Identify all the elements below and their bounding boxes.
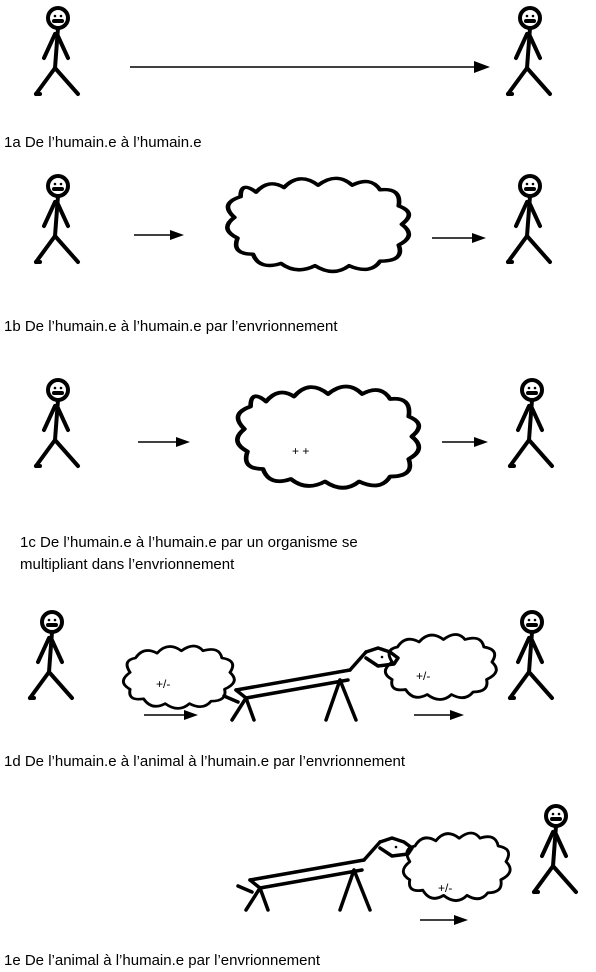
caption-1c-line2: multipliant dans l’envrionnement: [20, 556, 235, 573]
caption-1b: 1b De l’humain.e à l’humain.e par l’envr…: [4, 318, 338, 335]
stick-figure-icon: [34, 6, 80, 96]
caption-1c-line1: 1c De l’humain.e à l’humain.e par un org…: [20, 534, 358, 551]
stick-figure-icon: [506, 6, 552, 96]
caption-1a: 1a De l’humain.e à l’humain.e: [4, 134, 202, 151]
cloud-label: + +: [292, 444, 309, 458]
arrow-icon: [134, 230, 184, 240]
arrow-icon: [420, 915, 468, 925]
animal-icon: [222, 646, 400, 722]
arrow-icon: [432, 233, 486, 243]
cloud-icon: [121, 644, 236, 710]
cloud-label: +/-: [156, 677, 170, 691]
arrow-icon: [414, 710, 464, 720]
stick-figure-icon: [508, 610, 554, 700]
row-1c: + +: [34, 378, 554, 488]
row-1d: +/- +/-: [28, 610, 554, 722]
stick-figure-icon: [28, 610, 74, 700]
stick-figure-icon: [508, 378, 554, 468]
animal-icon: [236, 836, 414, 912]
cloud-label: +/-: [438, 881, 452, 895]
stick-figure-icon: [34, 378, 80, 468]
stick-figure-icon: [34, 174, 80, 264]
cloud-icon: [383, 633, 498, 701]
cloud-icon: [237, 387, 418, 488]
row-1b: [34, 174, 552, 271]
row-1a: [34, 6, 552, 96]
cloud-icon: [227, 178, 408, 271]
cloud-icon: [401, 831, 512, 903]
arrow-icon: [138, 437, 190, 447]
stick-figure-icon: [506, 174, 552, 264]
caption-1d: 1d De l’humain.e à l’animal à l’humain.e…: [4, 753, 406, 770]
arrow-icon: [442, 437, 488, 447]
row-1e: +/-: [236, 804, 578, 925]
arrow-icon: [130, 61, 490, 73]
caption-1e: 1e De l’animal à l’humain.e par l’envrio…: [4, 952, 321, 969]
cloud-label: +/-: [416, 669, 430, 683]
arrow-icon: [144, 710, 198, 720]
stick-figure-icon: [532, 804, 578, 894]
